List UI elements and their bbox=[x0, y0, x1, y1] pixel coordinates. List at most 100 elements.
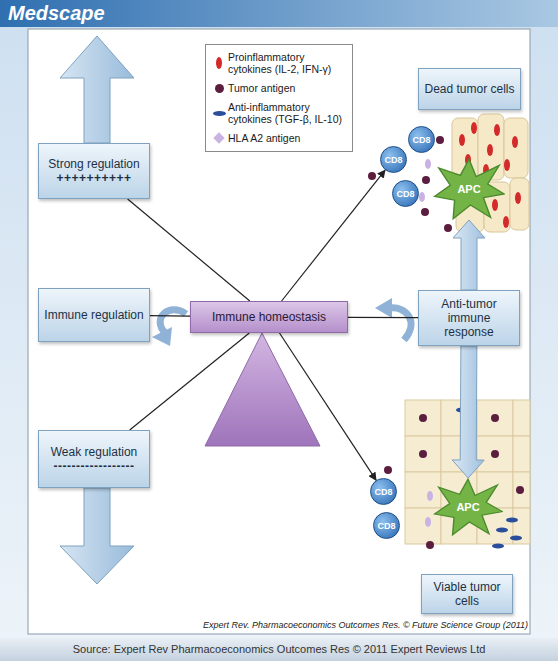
tumor-cell bbox=[513, 472, 530, 508]
cytokine bbox=[492, 199, 498, 211]
citation-text: Expert Rev. Pharmacoeconomics Outcomes R… bbox=[150, 620, 528, 630]
tumor-antigen bbox=[491, 450, 499, 458]
tumor-antigen bbox=[419, 450, 427, 458]
down-arrow bbox=[60, 488, 134, 584]
curved-arrow bbox=[390, 308, 411, 340]
cd8-cell: CD8 bbox=[392, 180, 419, 207]
hla-antigen bbox=[427, 491, 433, 501]
hla-antigen bbox=[419, 192, 425, 202]
regulation-box: Weak regulation------------------ bbox=[38, 430, 150, 488]
connector-line bbox=[150, 315, 190, 317]
legend-text: Anti-inflammatory cytokines (TGF-β, IL-1… bbox=[228, 101, 346, 125]
apc-outline bbox=[434, 159, 504, 219]
node-label: Immune homeostasis bbox=[212, 310, 326, 324]
cd8-cell: CD8 bbox=[380, 146, 407, 173]
hla-antigen bbox=[425, 517, 431, 527]
cd8-cell: CD8 bbox=[408, 126, 435, 153]
homeostasis-box: Immune homeostasis bbox=[190, 301, 348, 333]
node-label: CD8 bbox=[384, 155, 402, 165]
connector-line bbox=[348, 317, 418, 319]
dead-tumor-cells bbox=[368, 114, 529, 232]
legend-slot bbox=[212, 56, 228, 70]
cytokine bbox=[494, 124, 500, 136]
node-label: Anti-tumor immune response bbox=[423, 297, 515, 339]
legend-text: Proinflammatory cytokines (IL-2, IFN-γ) bbox=[228, 51, 346, 75]
legend-swatch bbox=[213, 132, 224, 143]
balance-triangle bbox=[205, 333, 320, 446]
tumor-antigen bbox=[421, 208, 429, 216]
figure-panel bbox=[28, 29, 530, 634]
cd8-cell: CD8 bbox=[373, 512, 400, 539]
node-label: APC bbox=[457, 183, 480, 195]
regulation-box: Strong regulation++++++++++ bbox=[38, 143, 150, 199]
node-label: CD8 bbox=[374, 487, 392, 497]
connector-line bbox=[128, 199, 250, 301]
legend-text: HLA A2 antigen bbox=[228, 132, 300, 144]
tumor-antigen bbox=[368, 172, 376, 180]
source-band bbox=[0, 638, 558, 661]
source-text: Source: Expert Rev Pharmacoeconomics Out… bbox=[0, 643, 558, 655]
node-label: CD8 bbox=[377, 521, 395, 531]
legend-slot bbox=[212, 81, 228, 95]
block-arrow bbox=[452, 346, 484, 478]
tumor-cell bbox=[477, 436, 513, 472]
cytokine bbox=[459, 134, 465, 146]
legend-row: Tumor antigen bbox=[212, 81, 346, 95]
tumor-cell bbox=[513, 400, 530, 436]
node-label: APC bbox=[456, 501, 479, 513]
block-arrow bbox=[453, 220, 485, 290]
tumor-cell bbox=[477, 400, 513, 436]
tumor-antigen bbox=[491, 414, 499, 422]
legend-slot bbox=[212, 131, 228, 145]
tumor-antigen bbox=[426, 541, 434, 549]
tumor-antigen bbox=[422, 176, 430, 184]
connector-arrow bbox=[282, 170, 386, 301]
cytokine bbox=[487, 144, 493, 156]
cytokine bbox=[492, 544, 504, 549]
up-arrow bbox=[60, 36, 134, 143]
node-label: Immune regulation bbox=[44, 308, 143, 322]
cd8-cell: CD8 bbox=[370, 478, 397, 505]
logo-text: Medscape bbox=[8, 2, 208, 25]
tumor-antigen bbox=[516, 486, 524, 494]
regulation-box: Immune regulation bbox=[38, 288, 150, 342]
legend-text: Tumor antigen bbox=[228, 82, 295, 94]
tumor-cell bbox=[405, 472, 441, 508]
cytokine bbox=[506, 518, 518, 523]
node-label: Weak regulation bbox=[51, 445, 138, 459]
viable-tumor-cells bbox=[384, 400, 530, 549]
tumor-antigen bbox=[436, 136, 444, 144]
tumor-cell bbox=[405, 400, 441, 436]
tumor-antigen bbox=[384, 466, 392, 474]
apc-outline bbox=[434, 479, 502, 535]
connector-arrow bbox=[280, 333, 377, 480]
tumor-cell bbox=[513, 436, 530, 472]
apc-cell: APC bbox=[433, 158, 505, 220]
apc-cell: APC bbox=[433, 478, 503, 536]
outcome-box: Dead tumor cells bbox=[418, 68, 521, 110]
tumor-cell bbox=[405, 436, 441, 472]
legend-swatch bbox=[213, 111, 226, 116]
legend-slot bbox=[212, 106, 228, 120]
legend-row: Anti-inflammatory cytokines (TGF-β, IL-1… bbox=[212, 101, 346, 125]
cytokine bbox=[496, 528, 508, 533]
legend-row: Proinflammatory cytokines (IL-2, IFN-γ) bbox=[212, 51, 346, 75]
legend-swatch bbox=[216, 57, 222, 69]
tumor-cell bbox=[510, 178, 529, 230]
node-label: CD8 bbox=[396, 189, 414, 199]
curved-arrow-head bbox=[375, 298, 392, 318]
curved-arrow bbox=[160, 310, 186, 334]
strength-signs: ------------------ bbox=[54, 459, 135, 473]
node-label: Dead tumor cells bbox=[424, 82, 514, 96]
tumor-antigen bbox=[419, 414, 427, 422]
node-label: Strong regulation bbox=[48, 157, 139, 171]
cytokine bbox=[512, 136, 518, 148]
response-box: Anti-tumor immune response bbox=[418, 290, 520, 346]
node-label: Viable tumor cells bbox=[426, 580, 508, 608]
node-label: CD8 bbox=[412, 135, 430, 145]
outcome-box: Viable tumor cells bbox=[421, 574, 513, 614]
hla-antigen bbox=[425, 159, 431, 169]
cytokine bbox=[510, 536, 522, 541]
connector-line bbox=[130, 333, 250, 430]
cytokine bbox=[471, 122, 477, 134]
